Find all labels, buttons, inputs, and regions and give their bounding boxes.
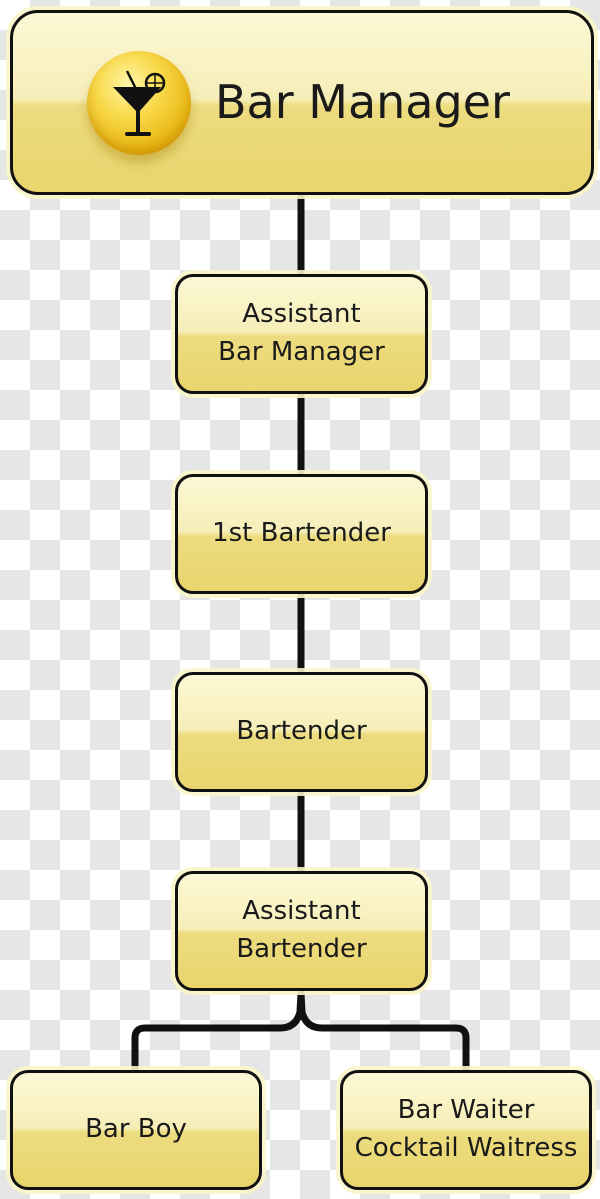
- node-bar-boy: Bar Boy: [10, 1070, 262, 1190]
- node-label-line: Cocktail Waitress: [354, 1133, 578, 1163]
- node-label: Bar Boy: [85, 1114, 187, 1145]
- connector-bracket: [131, 989, 470, 1072]
- node-label: 1st Bartender: [212, 518, 391, 549]
- node-label-line: Bar Waiter: [397, 1095, 535, 1126]
- node-label-line: Assistant: [242, 299, 361, 330]
- node-label-line: Bar Manager: [218, 337, 385, 367]
- node-bar-manager: Bar Manager: [10, 10, 594, 195]
- node-assistant-bar-manager: Assistant Bar Manager: [175, 274, 428, 394]
- node-title-bar-manager: Bar Manager: [215, 74, 510, 129]
- node-label: Bartender: [236, 716, 367, 747]
- node-bar-waiter: Bar Waiter Cocktail Waitress: [340, 1070, 592, 1190]
- node-bartender: Bartender: [175, 672, 428, 792]
- node-assistant-bartender: Assistant Bartender: [175, 871, 428, 991]
- node-label-line: Assistant: [242, 896, 361, 927]
- cocktail-glass-icon: [87, 50, 191, 155]
- node-label-line: Bartender: [236, 934, 367, 964]
- node-first-bartender: 1st Bartender: [175, 474, 428, 594]
